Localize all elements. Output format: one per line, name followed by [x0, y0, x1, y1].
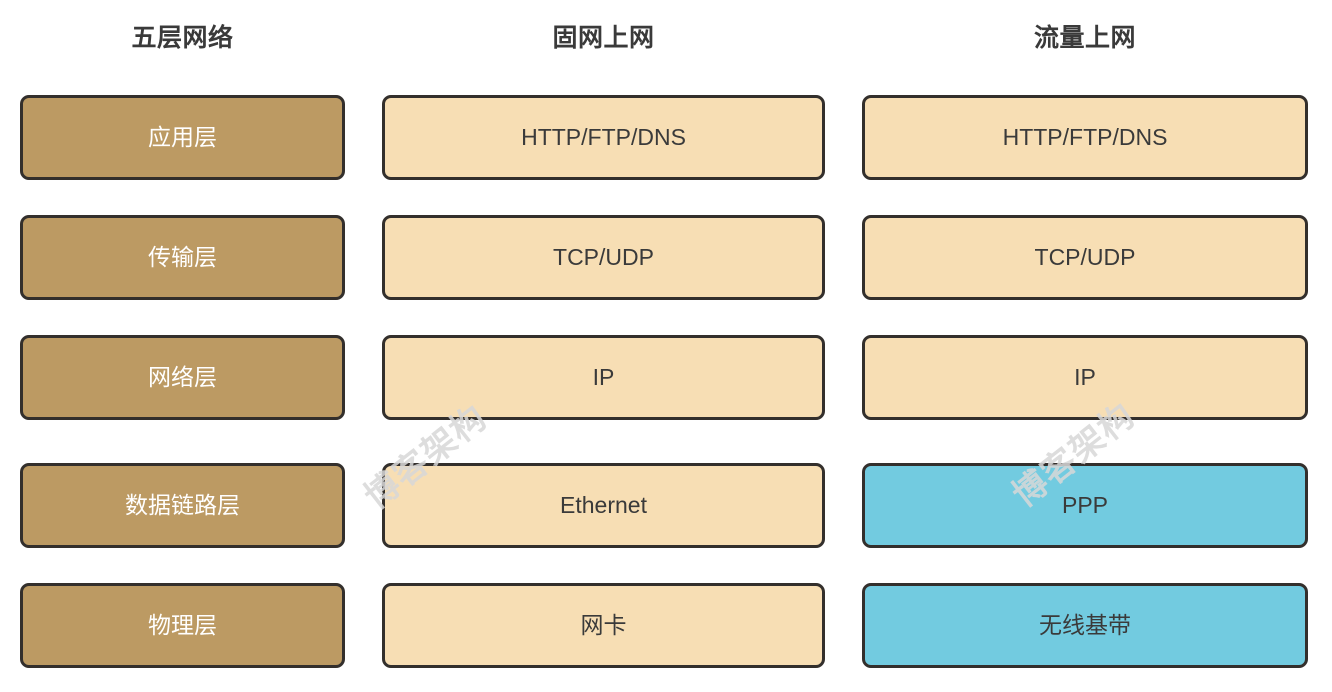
column-header-mobile-data: 流量上网: [1033, 24, 1136, 52]
column-header-five-layer-network: 五层网络: [131, 24, 234, 52]
layer-box-fixed-application: HTTP/FTP/DNS: [382, 95, 825, 180]
layer-box-label: 数据链路层: [125, 492, 240, 518]
layer-box-label: 网卡: [580, 612, 627, 638]
layer-box-fixed-network: IP: [382, 335, 825, 420]
layer-box-label: IP: [592, 364, 615, 390]
layer-box-label: 传输层: [148, 244, 217, 270]
layer-box-mobile-physical: 无线基带: [862, 583, 1308, 668]
layer-box-label: PPP: [1061, 492, 1109, 518]
layer-box-fixed-datalink: Ethernet: [382, 463, 825, 548]
layer-box-mobile-datalink: PPP: [862, 463, 1308, 548]
layer-box-label: IP: [1074, 364, 1096, 390]
column-header-row: 五层网络 固网上网 流量上网: [0, 0, 1332, 80]
layer-box-fixed-transport: TCP/UDP: [382, 215, 825, 300]
layer-box-label: 无线基带: [1039, 612, 1131, 638]
layer-box-label: Ethernet: [560, 492, 647, 518]
layer-box-physical-model: 物理层: [20, 583, 345, 668]
layer-box-label: 应用层: [148, 124, 217, 150]
layer-box-fixed-physical: 网卡: [382, 583, 825, 668]
layer-box-label: HTTP/FTP/DNS: [1002, 124, 1168, 150]
layer-box-label: TCP/UDP: [553, 244, 654, 270]
layer-box-mobile-transport: TCP/UDP: [862, 215, 1308, 300]
layer-box-datalink-model: 数据链路层: [20, 463, 345, 548]
layer-box-mobile-network: IP: [862, 335, 1308, 420]
layer-box-network-model: 网络层: [20, 335, 345, 420]
layer-box-transport-model: 传输层: [20, 215, 345, 300]
layer-box-label: 物理层: [148, 612, 217, 638]
column-header-fixed-network: 固网上网: [552, 24, 655, 52]
layer-box-label: HTTP/FTP/DNS: [521, 124, 686, 150]
layer-box-application-model: 应用层: [20, 95, 345, 180]
layer-box-label: 网络层: [148, 364, 217, 390]
layer-box-mobile-application: HTTP/FTP/DNS: [862, 95, 1308, 180]
layer-box-label: TCP/UDP: [1034, 244, 1136, 270]
